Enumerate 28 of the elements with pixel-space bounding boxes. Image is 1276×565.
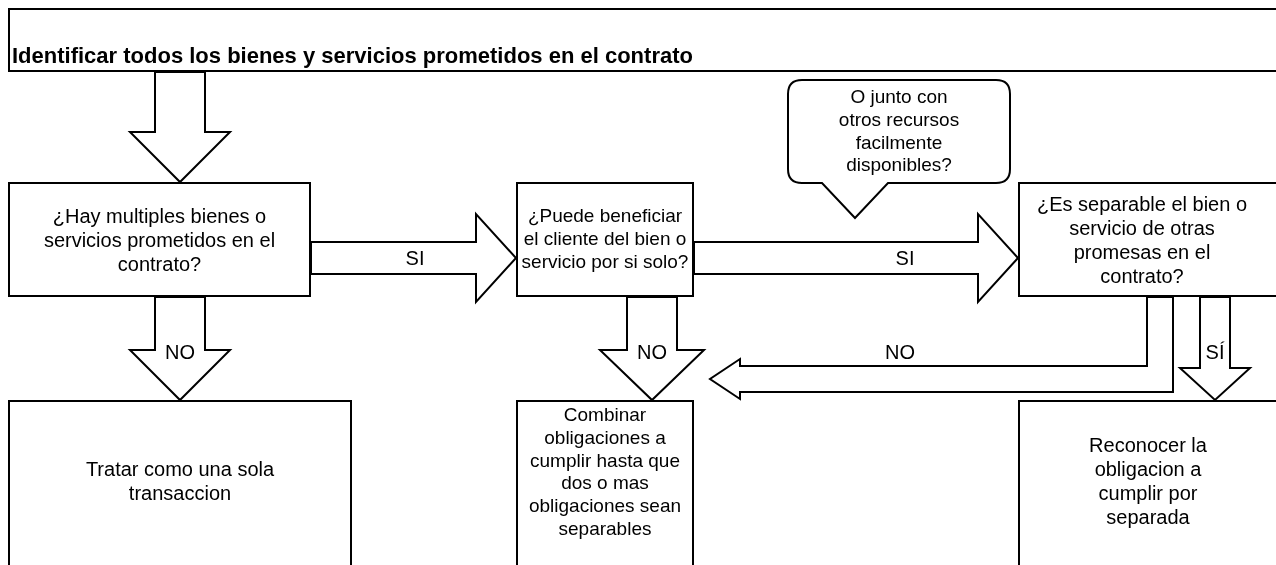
- process-box: [516, 182, 694, 297]
- process-box: [8, 400, 352, 565]
- process-box: [8, 182, 311, 297]
- node-text: Tratar como una sola transaccion: [84, 457, 276, 505]
- edge-label: NO: [885, 342, 915, 362]
- node-text: Reconocer la obligacion a cumplir por separada: [1088, 433, 1208, 529]
- heading-band: [8, 8, 1276, 72]
- block-arrow: [310, 211, 518, 305]
- edge-label: NO: [165, 342, 195, 362]
- edge-label: SÍ: [1205, 342, 1225, 362]
- block-arrow: [1177, 296, 1253, 402]
- heading-text: Identificar todos los bienes y servicios prometidos en el contrato: [12, 42, 693, 69]
- block-arrow: [127, 296, 233, 402]
- node-text: ¿Puede beneficiar el cliente del bien o servicio por si solo?: [520, 205, 690, 274]
- block-arrow: [693, 211, 1020, 305]
- node-text: Combinar obligaciones a cumplir hasta que dos o mas obligaciones sean separables: [527, 404, 683, 541]
- block-arrow: [127, 71, 233, 184]
- block-arrow: [597, 296, 707, 402]
- edge-label: SI: [405, 248, 425, 268]
- node-text: O junto con otros recursos facilmente disponibles?: [837, 85, 961, 178]
- node-text: ¿Hay multiples bienes o servicios prometidos en el contrato?: [42, 203, 277, 276]
- node-text: ¿Es separable el bien o servicio de otras promesas en el contrato?: [1035, 191, 1249, 288]
- block-arrow: [708, 296, 1174, 401]
- process-box: [1018, 400, 1276, 565]
- process-box: [516, 400, 694, 565]
- edge-label: NO: [637, 342, 667, 362]
- edge-label: SI: [895, 248, 915, 268]
- process-box: [1018, 182, 1276, 297]
